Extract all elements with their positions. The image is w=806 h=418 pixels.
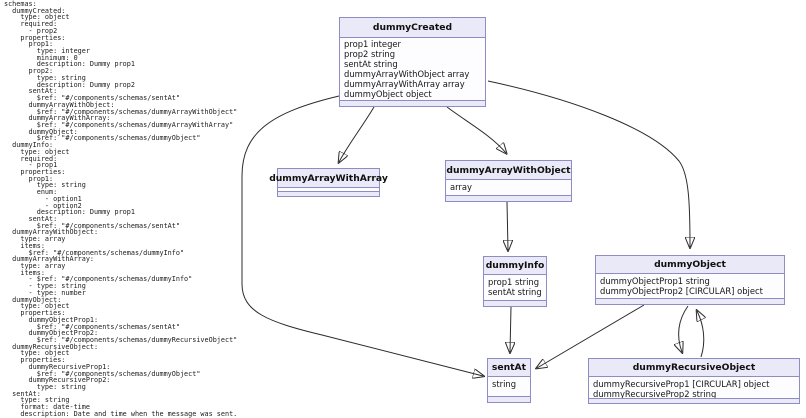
node-dummyarraywitharray: dummyArrayWithArray [269,168,388,197]
node-dummyobject: dummyObject dummyObjectProp1 string dumm… [595,255,785,305]
node-footer-strip [340,100,485,106]
node-footer-strip [446,195,571,201]
node-field: prop1 integer [344,39,401,49]
node-footer-strip [596,298,784,304]
node-dummycreated-title: dummyCreated [340,18,485,38]
node-field: array [450,182,472,192]
node-field: dummyObjectProp1 string [600,276,710,286]
node-field: dummyRecursiveProp1 [CIRCULAR] object [593,379,770,389]
node-dummyrecursiveobject-title: dummyRecursiveObject [589,359,799,377]
node-dummyinfo-title: dummyInfo [484,257,546,275]
node-field: dummyObjectProp2 [CIRCULAR] object [600,286,763,297]
node-dummyarraywitharray-title: dummyArrayWithArray [269,169,388,188]
node-dummyinfo-body: prop1 string sentAt string [484,275,546,297]
node-footer-strip [589,398,799,403]
edge-dummycreated-to-dummyarraywithobject [446,106,506,153]
edge-dummyarraywithobject-to-dummyinfo [507,201,508,250]
edge-dummyobject-to-dummyrecursiveobject [679,305,689,352]
node-dummyrecursiveobject: dummyRecursiveObject dummyRecursiveProp1… [588,358,800,404]
node-dummyobject-title: dummyObject [596,256,784,274]
node-field: string [492,379,517,389]
node-sentat-title: sentAt [488,359,530,377]
edge-dummyrecursiveobject-to-dummyobject [697,311,704,358]
node-field: prop1 string [488,277,540,287]
node-dummyarraywithobject: dummyArrayWithObject array [445,160,572,202]
node-dummyobject-body: dummyObjectProp1 string dummyObjectProp2… [596,274,784,296]
node-footer-strip [484,300,546,306]
node-field: dummyRecursiveProp2 string [593,389,717,400]
node-field: dummyArrayWithObject array [344,68,470,79]
node-dummyarraywithobject-body: array [446,180,571,192]
node-dummycreated: dummyCreated prop1 integer prop2 string … [339,17,486,107]
node-sentat: sentAt string [487,358,531,403]
node-dummycreated-body: prop1 integer prop2 string sentAt string… [340,38,485,99]
node-field: dummyObject object [344,88,432,99]
node-dummyarraywithobject-title: dummyArrayWithObject [446,161,571,180]
node-dummyrecursiveobject-body: dummyRecursiveProp1 [CIRCULAR] object du… [589,377,799,399]
edge-dummycreated-to-dummyarraywitharray [339,106,375,162]
node-footer-strip [488,396,530,402]
node-field: dummyArrayWithArray array [344,78,465,89]
node-field: sentAt string [344,58,398,69]
yaml-schema-source: schemas: dummyCreated: type: object requ… [4,0,238,418]
node-field: sentAt string [488,287,542,298]
edge-dummycreated-to-sentat [241,95,483,376]
node-sentat-body: string [488,377,530,389]
edge-dummyinfo-to-sentat [510,306,511,352]
node-footer-strip [278,191,379,196]
node-field: prop2 string [344,48,396,59]
node-dummyinfo: dummyInfo prop1 string sentAt string [483,256,547,307]
